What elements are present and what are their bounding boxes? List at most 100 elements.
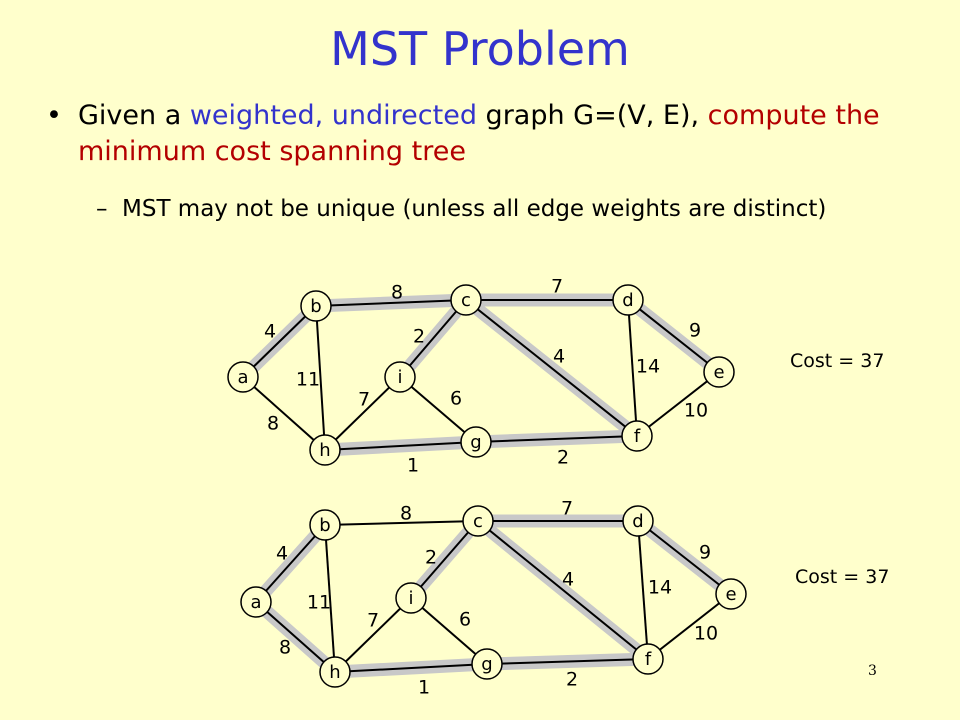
node-i: i [395, 582, 427, 614]
node-d: d [612, 284, 644, 316]
cost-label-2: Cost = 37 [795, 566, 890, 588]
edge-c-i [399, 299, 467, 378]
cost-label-1: Cost = 37 [790, 350, 885, 372]
edge-d-e [627, 299, 720, 373]
edge-a-b [242, 305, 317, 378]
node-f: f [621, 420, 653, 452]
sub-bullet: – MST may not be unique (unless all edge… [96, 194, 926, 225]
bullet-text-part3: graph G=(V, E), [476, 100, 708, 131]
node-label-i: i [397, 367, 402, 388]
weight-label-c-d: 7 [561, 498, 573, 520]
node-g: g [471, 648, 503, 680]
edge-i-g [399, 376, 477, 443]
weight-label-i-g: 6 [459, 609, 471, 631]
weight-label-d-f: 14 [648, 577, 672, 599]
sub-bullet-text: MST may not be unique (unless all edge w… [122, 196, 827, 222]
main-bullet-text: Given a weighted, undirected graph G=(V,… [78, 98, 926, 170]
weight-label-e-f: 10 [694, 623, 718, 645]
weight-label-a-b: 4 [276, 543, 288, 565]
weight-label-c-i: 2 [425, 547, 437, 569]
node-label-d: d [632, 511, 643, 532]
edge-h-i [334, 597, 412, 673]
node-label-c: c [461, 290, 471, 311]
edge-b-c [315, 299, 467, 307]
node-g: g [460, 426, 492, 458]
node-h: h [319, 656, 351, 688]
node-label-i: i [408, 588, 413, 609]
node-a: a [240, 586, 272, 618]
node-label-g: g [481, 654, 492, 675]
node-label-b: b [319, 515, 330, 536]
weight-label-g-f: 2 [566, 669, 578, 691]
edge-b-h [324, 524, 336, 673]
edge-a-b [255, 524, 326, 603]
weight-label-c-d: 7 [551, 276, 563, 298]
bullet-text-part1: Given a [78, 100, 190, 131]
node-label-a: a [250, 592, 261, 613]
node-label-f: f [645, 649, 652, 670]
edge-h-g [324, 441, 477, 451]
main-bullet: • Given a weighted, undirected graph G=(… [46, 98, 926, 170]
weight-label-g-f: 2 [557, 447, 569, 469]
edge-c-i [410, 520, 479, 599]
edge-a-h [255, 601, 336, 673]
edge-h-g [334, 663, 488, 673]
node-label-h: h [319, 440, 330, 461]
weight-label-c-f: 4 [562, 569, 574, 591]
edge-g-f [475, 435, 638, 443]
node-label-e: e [725, 584, 736, 605]
weight-label-c-f: 4 [553, 346, 565, 368]
node-c: c [462, 505, 494, 537]
edge-d-e [637, 520, 732, 595]
edge-b-c [324, 520, 479, 526]
weight-label-b-h: 11 [296, 369, 320, 391]
edge-d-f [637, 520, 649, 660]
node-label-a: a [237, 367, 248, 388]
edge-d-f [627, 299, 638, 437]
node-label-f: f [634, 426, 641, 447]
edge-g-f [486, 658, 649, 665]
weight-label-b-c: 8 [400, 503, 412, 525]
node-a: a [227, 361, 259, 393]
weight-label-d-e: 9 [699, 542, 711, 564]
node-d: d [622, 505, 654, 537]
weight-label-a-h: 8 [279, 637, 291, 659]
node-e: e [703, 356, 735, 388]
weight-label-b-c: 8 [391, 282, 403, 304]
weight-label-c-i: 2 [413, 326, 425, 348]
node-label-h: h [329, 662, 340, 683]
edge-e-f [636, 371, 720, 437]
node-b: b [309, 509, 341, 541]
weight-label-h-i: 7 [367, 610, 379, 632]
node-b: b [300, 290, 332, 322]
node-label-c: c [473, 511, 483, 532]
page-number: 3 [868, 663, 877, 679]
node-label-d: d [622, 290, 633, 311]
edge-a-h [242, 376, 326, 451]
node-h: h [309, 434, 341, 466]
node-label-e: e [713, 362, 724, 383]
sub-bullet-symbol: – [96, 196, 108, 222]
edge-e-f [647, 593, 732, 660]
node-label-b: b [310, 296, 321, 317]
slide-title: MST Problem [330, 22, 630, 76]
bullet-text-emphasis: weighted, undirected [189, 100, 477, 131]
weight-label-a-h: 8 [267, 413, 279, 435]
weight-label-h-i: 7 [358, 389, 370, 411]
bullet-symbol: • [46, 100, 62, 131]
node-label-g: g [470, 432, 481, 453]
weight-label-h-g: 1 [407, 455, 419, 477]
weight-label-b-h: 11 [307, 592, 331, 614]
edge-c-f [477, 520, 649, 660]
edge-i-g [410, 597, 488, 665]
node-i: i [384, 361, 416, 393]
node-c: c [450, 284, 482, 316]
edge-c-f [465, 299, 638, 437]
node-e: e [715, 578, 747, 610]
weight-label-d-e: 9 [689, 320, 701, 342]
node-f: f [632, 643, 664, 675]
edge-b-h [315, 305, 326, 451]
